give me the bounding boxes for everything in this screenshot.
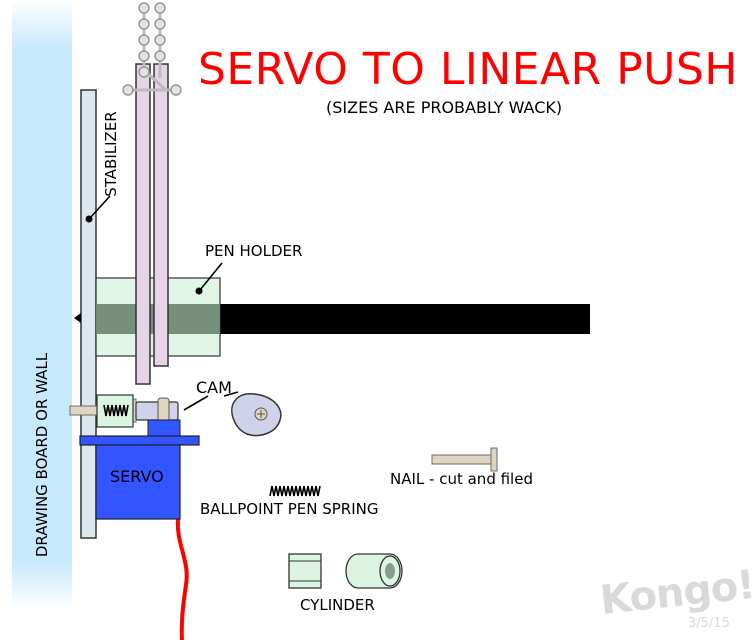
spring-assembly	[103, 404, 129, 417]
wall-peg	[74, 313, 81, 323]
pen-tube-left	[135, 63, 151, 385]
wall-label: DRAWING BOARD OR WALL	[33, 352, 51, 558]
servo-label: SERVO	[110, 467, 164, 486]
nail-shaft	[431, 454, 493, 465]
cylinder-hole-inner	[385, 563, 395, 579]
spring-label: BALLPOINT PEN SPRING	[200, 500, 379, 518]
servo-horn	[147, 419, 181, 437]
pen-tube-right	[153, 63, 169, 367]
cam-label: CAM	[196, 378, 232, 397]
stabilizer-bar	[80, 89, 97, 539]
cam-screw-slot	[257, 410, 265, 418]
servo-flange	[79, 435, 200, 446]
page-title: SERVO TO LINEAR PUSH	[198, 44, 738, 95]
cylinder-side	[288, 553, 322, 589]
page-subtitle: (SIZES ARE PROBABLY WACK)	[326, 98, 563, 117]
spring-icon	[269, 485, 321, 497]
link-chain	[128, 8, 176, 92]
signature-date: 3/5/15	[688, 616, 730, 631]
cylinder-label: CYLINDER	[300, 596, 375, 614]
stabilizer-label: STABILIZER	[102, 111, 120, 197]
link-joints	[122, 2, 182, 96]
nail-label: NAIL - cut and filed	[390, 470, 533, 488]
cam-arm	[135, 401, 179, 421]
wall-strip	[12, 0, 72, 610]
leader-lines	[89, 195, 239, 411]
servo-body	[95, 444, 181, 520]
leader-dots	[85, 215, 203, 295]
nail-head	[490, 447, 498, 472]
pen-holder-label: PEN HOLDER	[205, 242, 303, 260]
servo-wire	[175, 517, 189, 640]
